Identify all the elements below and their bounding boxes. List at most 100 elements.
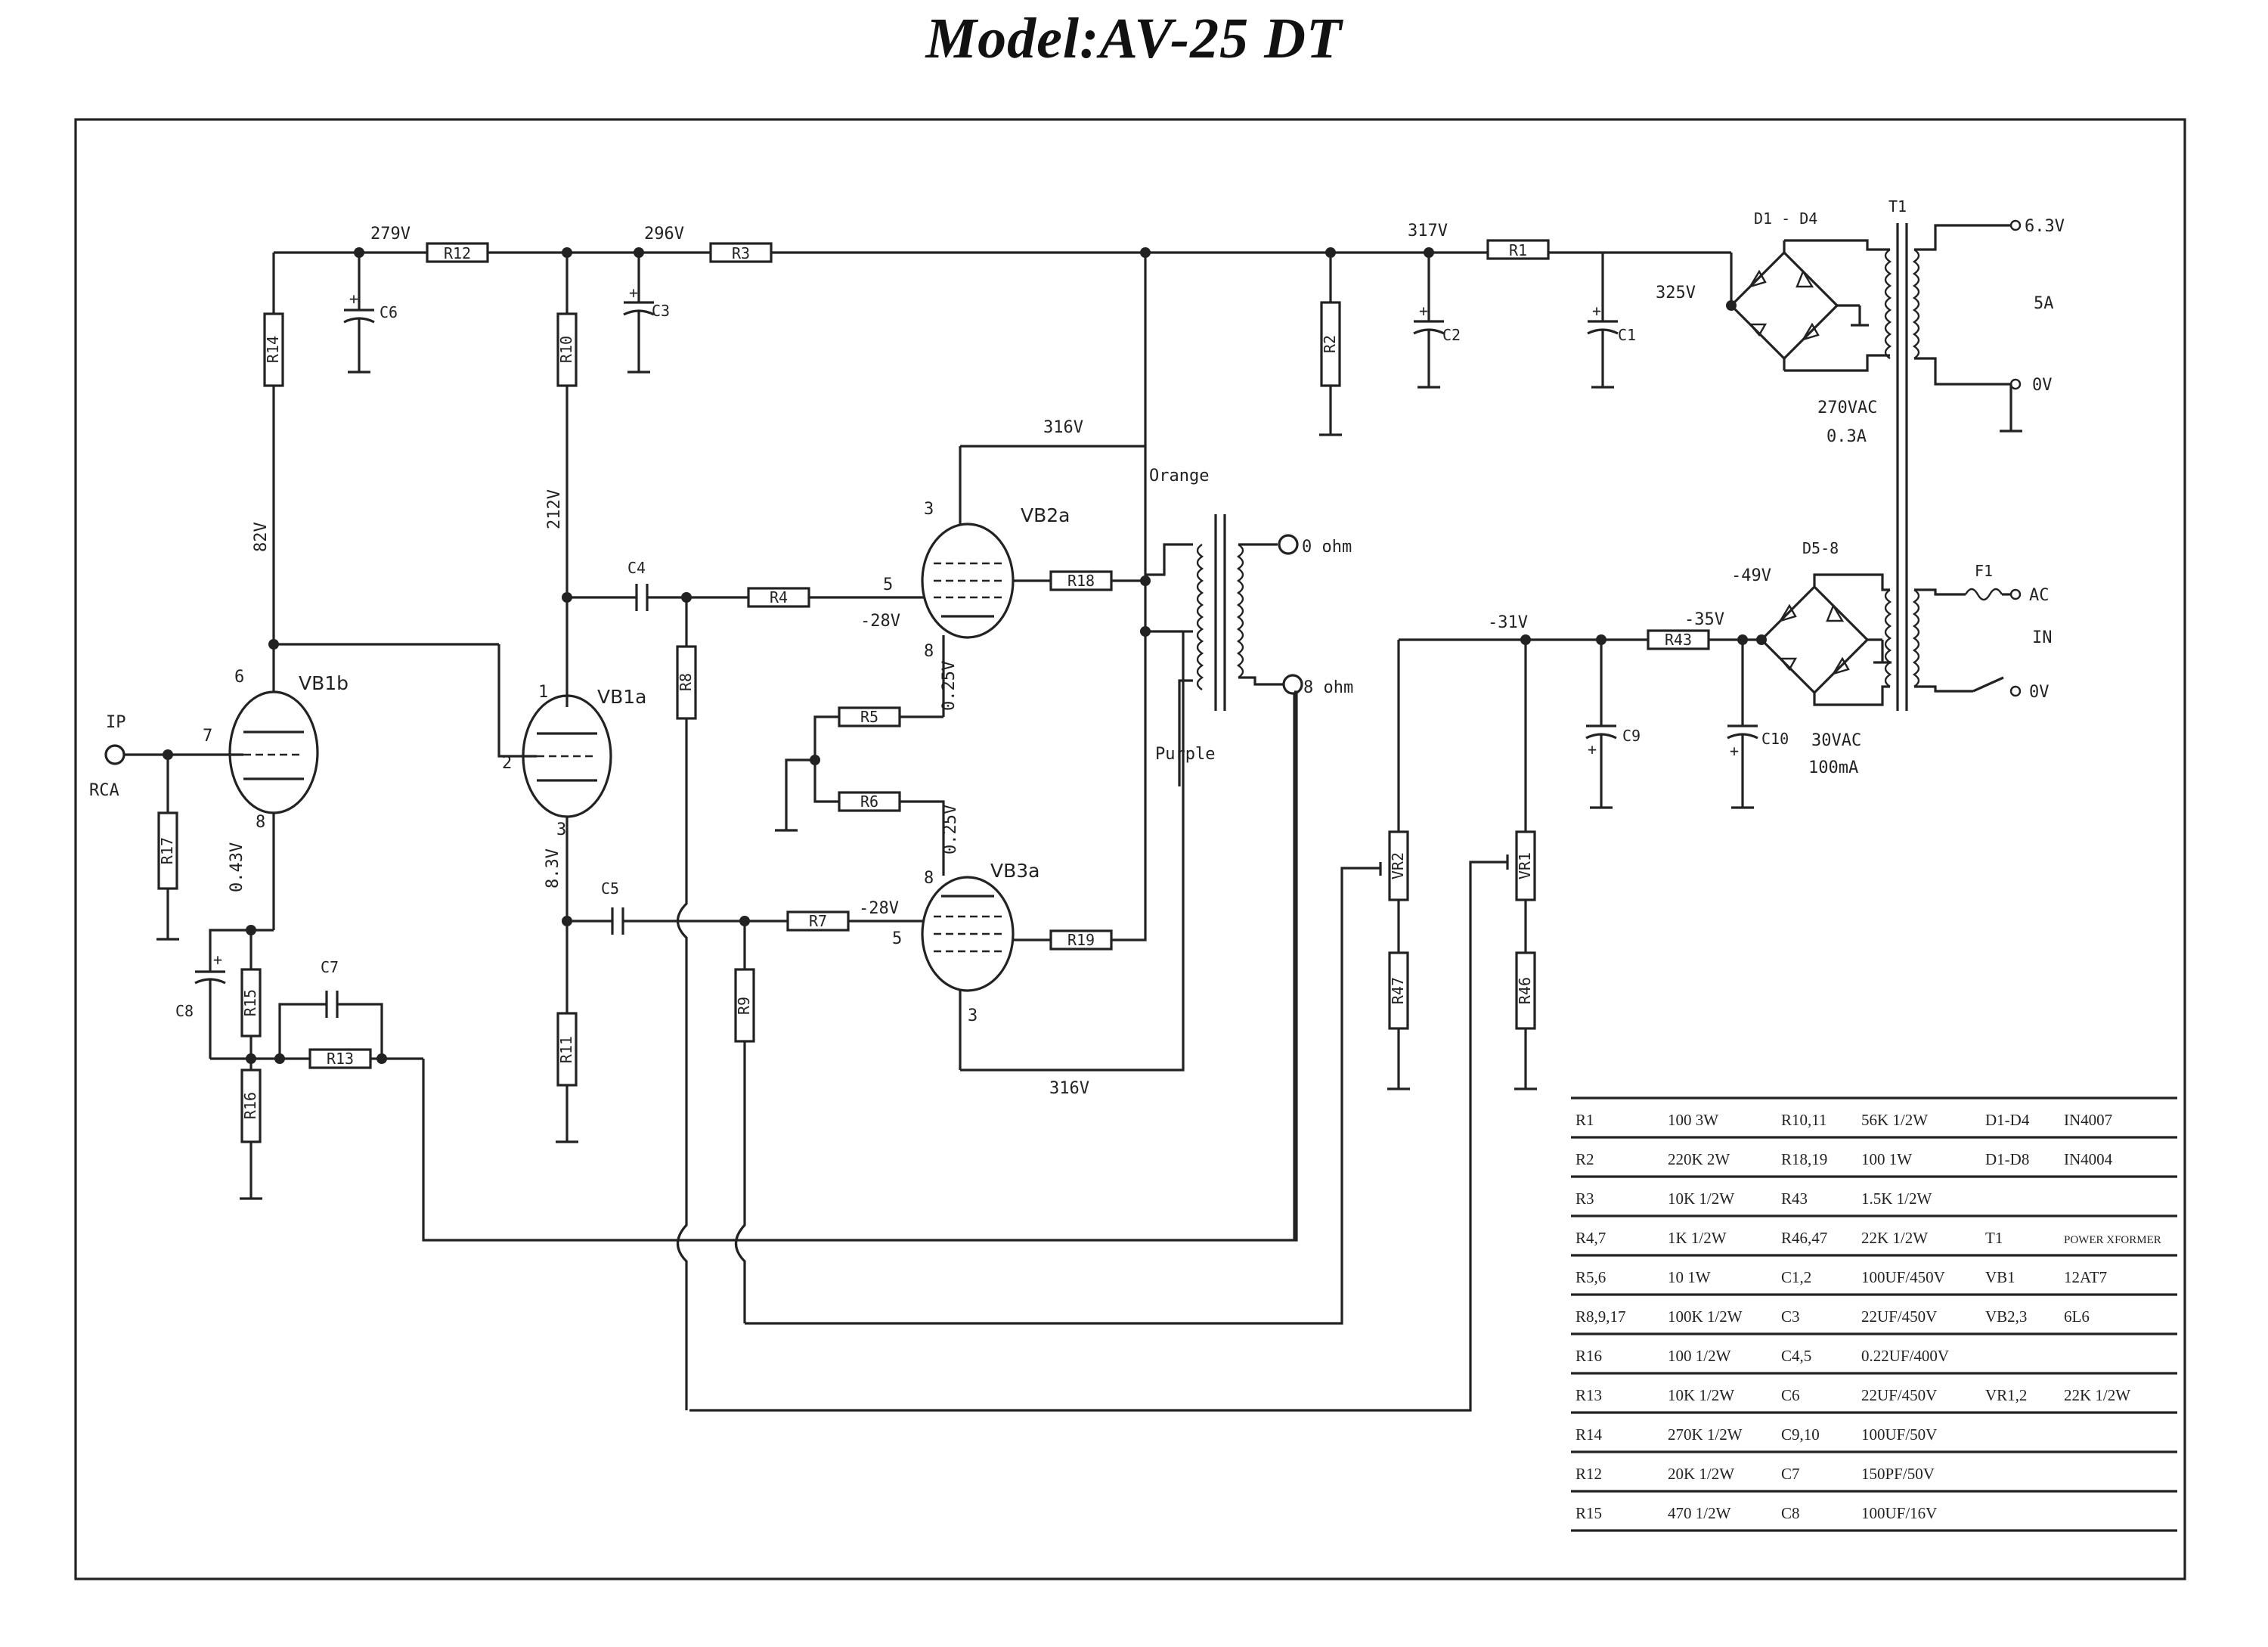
svg-text:+: + <box>1730 742 1739 760</box>
pin-3-vb2a: 3 <box>924 500 934 519</box>
pin-1: 1 <box>538 683 548 702</box>
label-r2: R2 <box>1321 335 1339 353</box>
label-r7: R7 <box>809 912 827 930</box>
label-c2: C2 <box>1442 326 1461 344</box>
label-c8: C8 <box>175 1002 194 1020</box>
voltage-minus-49v: -49V <box>1731 566 1771 585</box>
table-cell: R3 <box>1576 1190 1594 1208</box>
table-cell: D1-D4 <box>1985 1111 2030 1129</box>
label-vr1: VR1 <box>1516 852 1534 879</box>
voltage-325v: 325V <box>1656 284 1696 302</box>
table-cell: C7 <box>1781 1465 1800 1483</box>
table-cell: T1 <box>1985 1229 2003 1247</box>
label-r12: R12 <box>444 244 471 262</box>
table-cell: 270K 1/2W <box>1668 1425 1743 1444</box>
capacitor-c6: + C6 <box>343 253 398 374</box>
label-rca: RCA <box>89 781 119 800</box>
schematic-title: Model:AV-25 DT <box>925 7 1343 70</box>
phase-splitter-stage: R10 212V 1 2 3 VB1a 8.3V R11 C4 C5 <box>497 253 788 1410</box>
label-0v-heater: 0V <box>2032 376 2053 395</box>
table-cell: R4,7 <box>1576 1229 1606 1247</box>
table-cell: R8,9,17 <box>1576 1307 1626 1326</box>
table-cell: 10 1W <box>1668 1268 1711 1286</box>
table-cell: 22K 1/2W <box>2064 1386 2130 1404</box>
label-r3: R3 <box>732 244 750 262</box>
label-0v-mains: 0V <box>2029 683 2050 702</box>
label-r6: R6 <box>860 792 878 811</box>
label-vb1b: VB1b <box>299 672 349 694</box>
output-transformer: 0 ohm 8 ohm Orange Purple <box>1140 253 1353 1240</box>
svg-text:+: + <box>349 290 358 308</box>
output-tube-vb3a: R6 0.25V 8 R7 -28V 5 VB3a R19 3 316V <box>786 581 1185 1098</box>
label-c7: C7 <box>321 958 339 976</box>
table-cell: D1-D8 <box>1985 1150 2029 1168</box>
table-cell: 100UF/450V <box>1861 1268 1945 1286</box>
resistor-r3: R3 <box>709 242 773 263</box>
table-cell: POWER XFORMER <box>2064 1234 2161 1246</box>
pin-6: 6 <box>234 668 244 687</box>
pin-5-vb3a: 5 <box>892 929 902 948</box>
table-cell: 0.22UF/400V <box>1861 1347 1949 1365</box>
voltage-0-25v-b: 0.25V <box>941 805 960 855</box>
label-8-ohm: 8 ohm <box>1303 678 1353 697</box>
table-cell: 220K 2W <box>1668 1150 1730 1168</box>
pin-3: 3 <box>556 820 566 839</box>
table-cell: C6 <box>1781 1386 1800 1404</box>
voltage-8-3v: 8.3V <box>544 848 562 889</box>
voltage-minus-31v: -31V <box>1488 613 1528 632</box>
voltage-minus-28v-a: -28V <box>860 612 900 631</box>
label-r15: R15 <box>241 989 259 1016</box>
table-cell: R2 <box>1576 1150 1594 1168</box>
voltage-316v-b: 316V <box>1049 1079 1089 1098</box>
table-cell: C4,5 <box>1781 1347 1811 1365</box>
table-cell: R18,19 <box>1781 1150 1827 1168</box>
pin-2: 2 <box>502 754 512 773</box>
label-r10: R10 <box>557 336 575 363</box>
table-cell: R10,11 <box>1781 1111 1826 1129</box>
table-cell: 150PF/50V <box>1861 1465 1935 1483</box>
voltage-minus-28v-b: -28V <box>859 899 899 918</box>
label-ip: IP <box>106 713 126 732</box>
svg-text:+: + <box>629 284 638 302</box>
bridge-rectifier-d5-d8: D5-8 -49V <box>1731 539 1892 706</box>
label-r18: R18 <box>1067 572 1095 590</box>
label-vb2a: VB2a <box>1021 504 1070 526</box>
voltage-296v: 296V <box>644 225 684 243</box>
table-cell: R12 <box>1576 1465 1602 1483</box>
table-cell: R13 <box>1576 1386 1602 1404</box>
label-c5: C5 <box>601 879 619 898</box>
svg-text:+: + <box>213 951 222 969</box>
label-orange: Orange <box>1149 467 1209 485</box>
voltage-212v: 212V <box>545 489 564 529</box>
table-cell: 22K 1/2W <box>1861 1229 1928 1247</box>
table-cell: 100 3W <box>1668 1111 1718 1129</box>
label-270vac: 270VAC <box>1817 399 1877 417</box>
voltage-0-43v: 0.43V <box>228 842 246 892</box>
resistor-r12: R12 <box>426 242 489 263</box>
table-cell: 470 1/2W <box>1668 1504 1731 1522</box>
table-cell: 22UF/450V <box>1861 1386 1937 1404</box>
label-5a: 5A <box>2034 294 2054 313</box>
pin-5-vb2a: 5 <box>883 575 893 594</box>
table-cell: 1K 1/2W <box>1668 1229 1727 1247</box>
bridge-rectifier-d1-d4: D1 - D4 <box>1726 209 1890 372</box>
label-ac: AC <box>2029 586 2050 605</box>
table-cell: VB1 <box>1985 1268 2015 1286</box>
pin-7: 7 <box>203 727 212 746</box>
label-r47: R47 <box>1389 977 1407 1004</box>
table-cell: 10K 1/2W <box>1668 1190 1734 1208</box>
capacitor-c2: + C2 <box>1413 253 1461 389</box>
label-purple: Purple <box>1155 745 1215 764</box>
svg-text:+: + <box>1588 740 1597 758</box>
label-r11: R11 <box>557 1036 575 1063</box>
label-c9: C9 <box>1622 727 1641 745</box>
table-cell: R43 <box>1781 1190 1808 1208</box>
border-frame <box>74 118 2186 1580</box>
table-cell: VB2,3 <box>1985 1307 2027 1326</box>
table-cell: R16 <box>1576 1347 1602 1365</box>
voltage-minus-35v: -35V <box>1684 610 1724 629</box>
voltage-82v: 82V <box>252 522 271 552</box>
label-r19: R19 <box>1067 931 1095 949</box>
table-cell: C1,2 <box>1781 1268 1811 1286</box>
